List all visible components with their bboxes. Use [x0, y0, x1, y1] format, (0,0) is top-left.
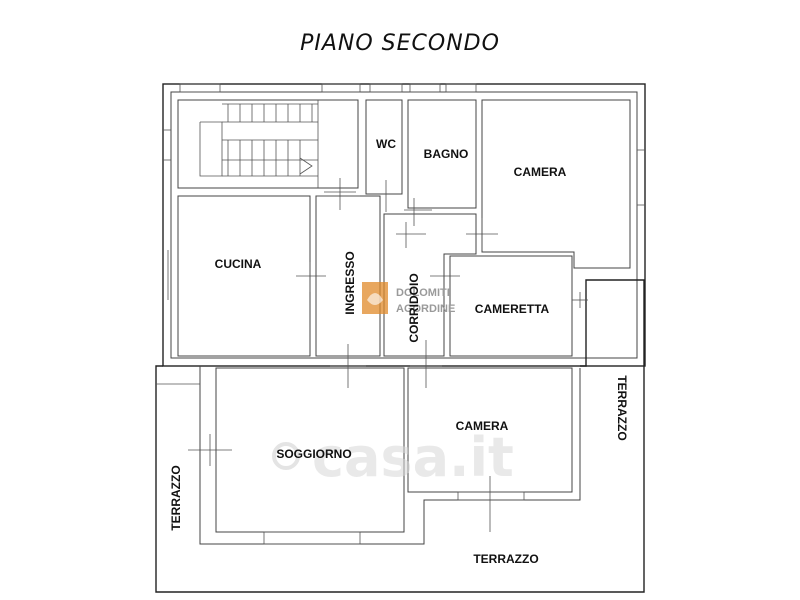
label-camera-bottom: CAMERA	[456, 419, 509, 433]
label-terrazzo-bottom: TERRAZZO	[473, 552, 538, 566]
label-corridoio: CORRIDOIO	[407, 273, 421, 342]
label-camera-top: CAMERA	[514, 165, 567, 179]
logo-line1: DOLOMITI	[396, 287, 450, 299]
label-terrazzo-left: TERRAZZO	[169, 465, 183, 530]
staircase	[177, 99, 359, 189]
top-windows	[163, 83, 645, 206]
terrace-outlines	[155, 279, 645, 593]
label-wc: WC	[376, 137, 396, 151]
label-soggiorno: SOGGIORNO	[276, 447, 351, 461]
agency-logo: DOLOMITI AGORDINE	[362, 282, 455, 315]
label-cameretta: CAMERETTA	[475, 302, 550, 316]
casa-watermark: casa.it	[272, 426, 514, 489]
logo-line2: AGORDINE	[396, 303, 455, 315]
outer-walls	[162, 83, 646, 367]
door-marks	[167, 178, 588, 532]
label-ingresso: INGRESSO	[343, 251, 357, 314]
plan-title: PIANO SECONDO	[300, 31, 500, 56]
label-terrazzo-right: TERRAZZO	[615, 375, 629, 440]
label-bagno: BAGNO	[424, 147, 469, 161]
room-labels: WC BAGNO CAMERA CUCINA INGRESSO CORRIDOI…	[169, 137, 629, 566]
brand-watermark: casa.it	[312, 426, 514, 489]
label-cucina: CUCINA	[215, 257, 262, 271]
